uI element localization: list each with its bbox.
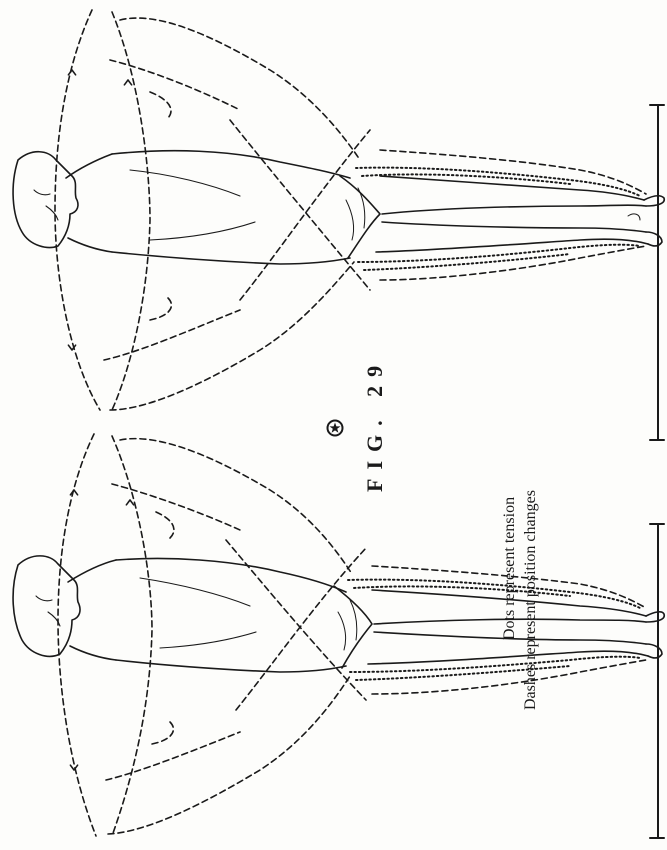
bottom-tension-dots <box>348 580 640 680</box>
bottom-position-dashes <box>58 434 646 836</box>
legend-dots-caption: Dots represent tension <box>501 497 519 640</box>
bottom-body-outline <box>13 556 664 672</box>
bottom-ground-line <box>650 524 664 838</box>
figure-label: FIG. 29 <box>362 357 388 492</box>
top-tension-dots <box>356 168 640 270</box>
bottom-figure <box>13 434 664 838</box>
top-ground-line <box>650 105 664 440</box>
legend-dashes-caption: Dashes represent position changes <box>522 490 540 710</box>
star-ornament-icon <box>326 419 344 437</box>
top-figure <box>13 10 664 440</box>
top-body-outline <box>13 151 664 264</box>
